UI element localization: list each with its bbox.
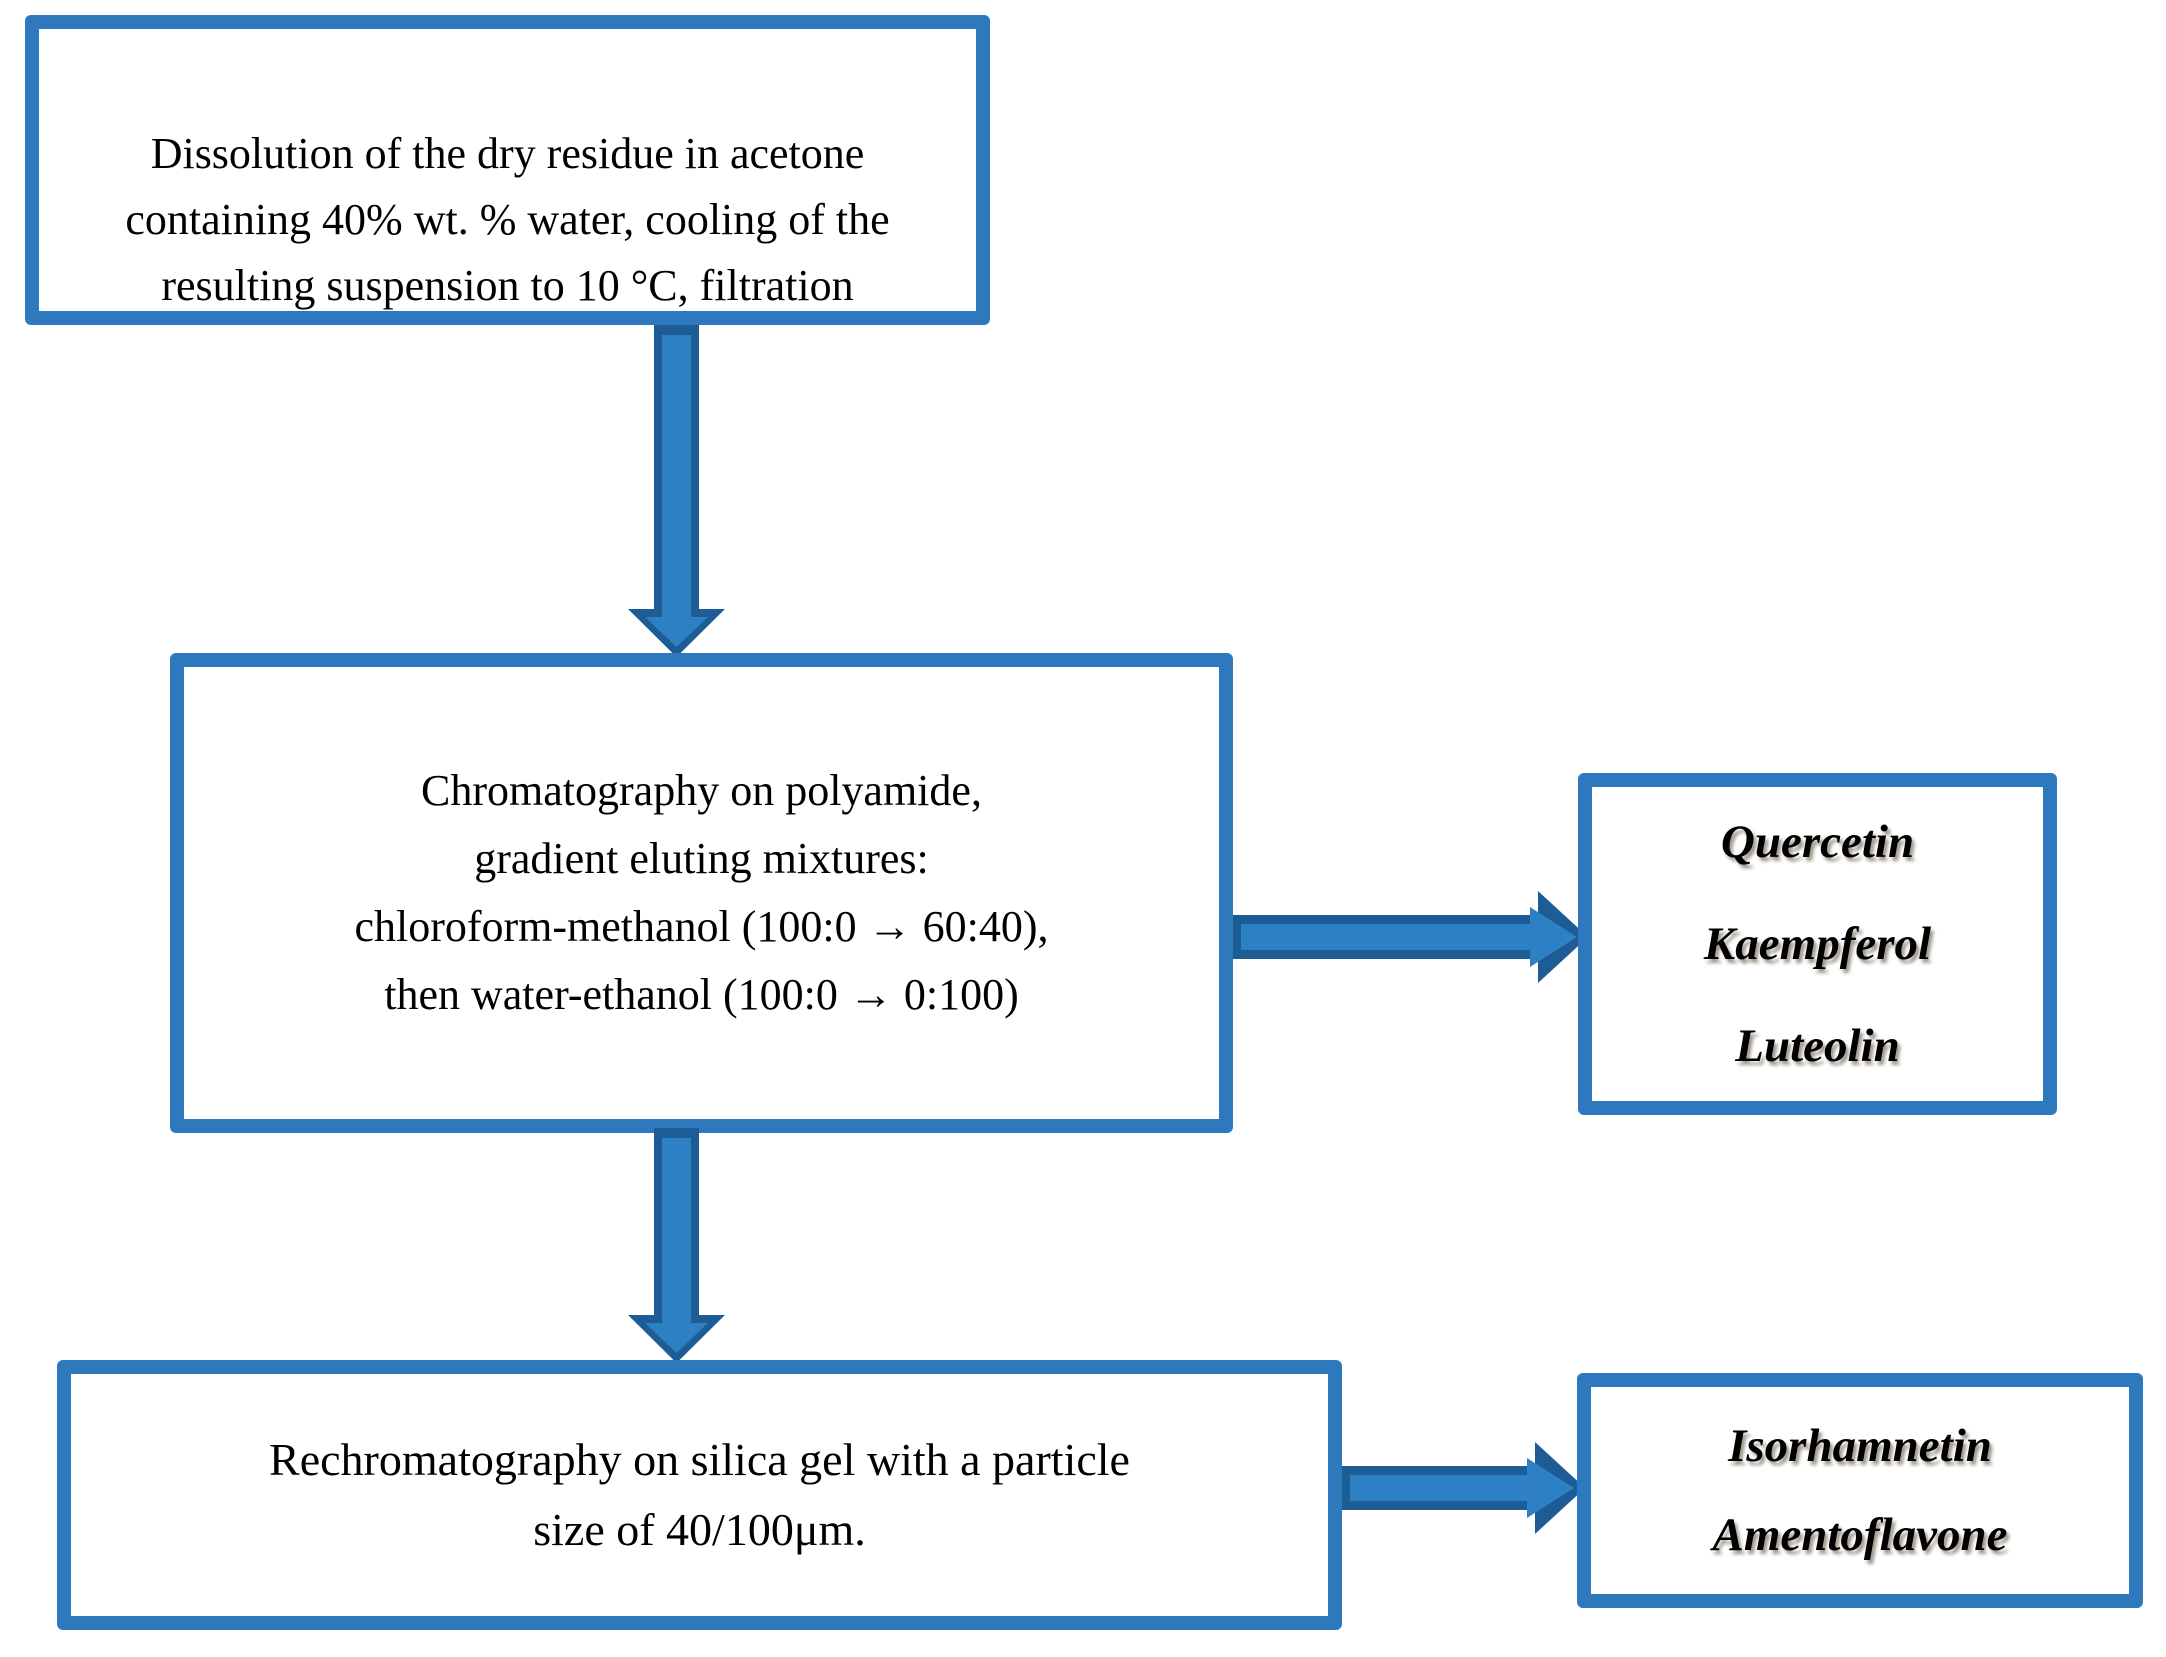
step-text-line: resulting suspension to 10 °C, filtratio…: [161, 261, 854, 310]
step-text-line: containing 40% wt. % water, cooling of t…: [125, 195, 890, 244]
step-box-polyamide-chromatography: Chromatography on polyamide, gradient el…: [170, 653, 1233, 1133]
compound-name: Isorhamnetin: [1728, 1420, 1992, 1472]
step-text-line: Chromatography on polyamide,: [421, 766, 982, 815]
step-box-dissolution: Dissolution of the dry residue in aceton…: [25, 15, 990, 325]
product-box-polyamide: Quercetin Kaempferol Luteolin: [1578, 773, 2057, 1115]
step-text-line: chloroform-methanol (100:0 → 60:40),: [354, 902, 1049, 951]
step-text-line: gradient eluting mixtures:: [474, 834, 929, 883]
flow-arrow-right-icon: [1233, 891, 1588, 983]
flow-arrow-down-icon: [628, 325, 725, 657]
flow-arrow-right-icon: [1342, 1442, 1585, 1534]
step-text-line: then water-ethanol (100:0 → 0:100): [384, 970, 1019, 1019]
flow-arrow-down-icon: [628, 1128, 725, 1363]
compound-name: Kaempferol: [1703, 918, 1932, 970]
step-text-line: Dissolution of the dry residue in aceton…: [150, 129, 865, 178]
step-text-line: size of 40/100μm.: [533, 1504, 866, 1555]
product-box-silica: Isorhamnetin Amentoflavone: [1577, 1373, 2143, 1608]
compound-name: Luteolin: [1735, 1020, 1900, 1072]
step-box-silica-rechromatography: Rechromatography on silica gel with a pa…: [57, 1360, 1342, 1630]
compound-name: Quercetin: [1720, 816, 1915, 868]
compound-name: Amentoflavone: [1712, 1509, 2008, 1561]
step-text-line: Rechromatography on silica gel with a pa…: [269, 1434, 1130, 1485]
